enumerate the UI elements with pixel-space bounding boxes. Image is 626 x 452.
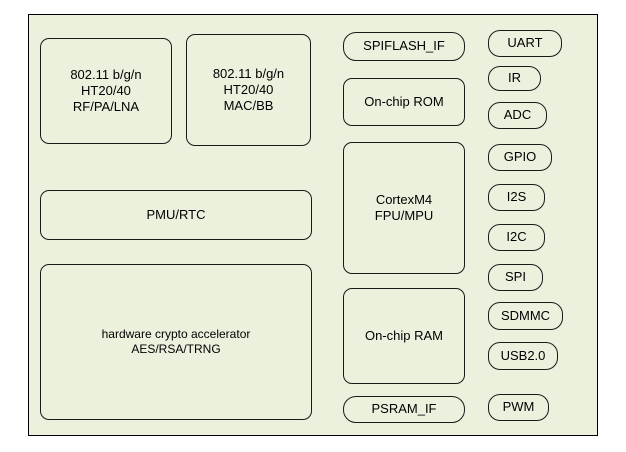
block-psram-if: PSRAM_IF [343, 396, 465, 423]
block-crypto-accelerator: hardware crypto accelerator AES/RSA/TRNG [40, 264, 312, 420]
block-spiflash-if: SPIFLASH_IF [343, 32, 465, 61]
peripheral-usb2: USB2.0 [488, 342, 558, 370]
block-rf-pa-lna: 802.11 b/g/n HT20/40 RF/PA/LNA [40, 38, 172, 144]
peripheral-i2s: I2S [488, 184, 545, 211]
peripheral-gpio: GPIO [488, 144, 552, 171]
peripheral-adc: ADC [488, 102, 547, 129]
peripheral-pwm: PWM [488, 394, 549, 421]
peripheral-sdmmc: SDMMC [488, 302, 563, 330]
block-pmu-rtc: PMU/RTC [40, 190, 312, 240]
block-cortexm4-cpu: CortexM4 FPU/MPU [343, 142, 465, 274]
block-mac-bb: 802.11 b/g/n HT20/40 MAC/BB [186, 34, 311, 146]
block-onchip-ram: On-chip RAM [343, 288, 465, 384]
peripheral-spi: SPI [488, 264, 543, 291]
block-onchip-rom: On-chip ROM [343, 78, 465, 126]
peripheral-i2c: I2C [488, 224, 545, 251]
peripheral-uart: UART [488, 30, 562, 57]
peripheral-ir: IR [488, 66, 541, 91]
